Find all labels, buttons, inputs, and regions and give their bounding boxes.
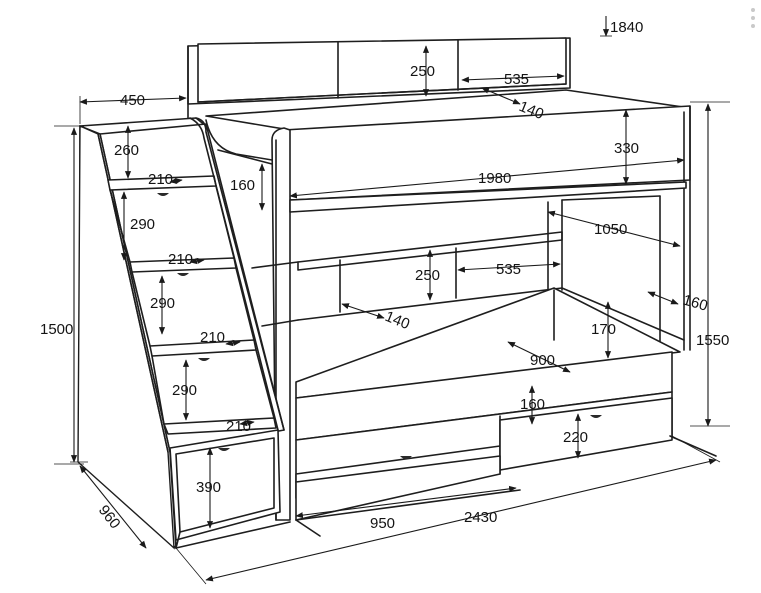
label-base-rail-height: 160 [520, 396, 545, 413]
label-total-depth: 960 [95, 502, 124, 532]
drawer-handle-icon [218, 448, 230, 451]
label-step-height-2: 290 [150, 295, 175, 312]
label-stair-drawer-height: 390 [196, 479, 221, 496]
drawer-handle-icon [400, 456, 412, 459]
bed-body [77, 37, 717, 550]
label-total-length: 2430 [464, 509, 497, 526]
drawer-handle-icon [198, 358, 210, 361]
drawer-handle-icon [157, 193, 169, 196]
label-drawer-width: 950 [370, 515, 395, 532]
label-top-shelf-height: 250 [410, 63, 435, 80]
label-lower-shelf-height: 250 [415, 267, 440, 284]
label-stair-step-top: 260 [114, 142, 139, 159]
label-lower-guard-height: 170 [591, 321, 616, 338]
label-total-height-top: 1840 [610, 19, 643, 36]
dimension-lines [54, 16, 730, 585]
dimension-labels: 1840 250 535 140 450 260 210 160 330 198… [40, 19, 729, 532]
label-lower-shelf-depth: 140 [383, 308, 413, 333]
label-step-depth-1: 210 [148, 171, 173, 188]
label-step-height-3: 290 [172, 382, 197, 399]
label-stair-width: 450 [120, 92, 145, 109]
label-upper-rail-height: 330 [614, 140, 639, 157]
label-lower-shelf-width: 535 [496, 261, 521, 278]
label-total-height-stair: 1500 [40, 321, 73, 338]
menu-dots-icon[interactable] [751, 8, 757, 32]
label-step-height-1: 290 [130, 216, 155, 233]
label-drawer-height: 220 [563, 429, 588, 446]
label-bed-length: 1980 [478, 170, 511, 187]
label-step-depth-3: 210 [200, 329, 225, 346]
drawer-handle-icon [177, 273, 189, 276]
label-lower-side-depth: 160 [681, 292, 710, 315]
label-step-depth-2: 210 [168, 251, 193, 268]
label-guard-rail-height: 160 [230, 177, 255, 194]
drawer-handles [157, 193, 602, 459]
label-opening-length: 1050 [594, 221, 627, 238]
drawer-handle-icon [590, 415, 602, 418]
label-total-height-bed: 1550 [696, 332, 729, 349]
label-lower-opening: 900 [530, 352, 555, 369]
label-step-depth-4: 210 [226, 418, 251, 435]
label-top-shelf-width: 535 [504, 71, 529, 88]
